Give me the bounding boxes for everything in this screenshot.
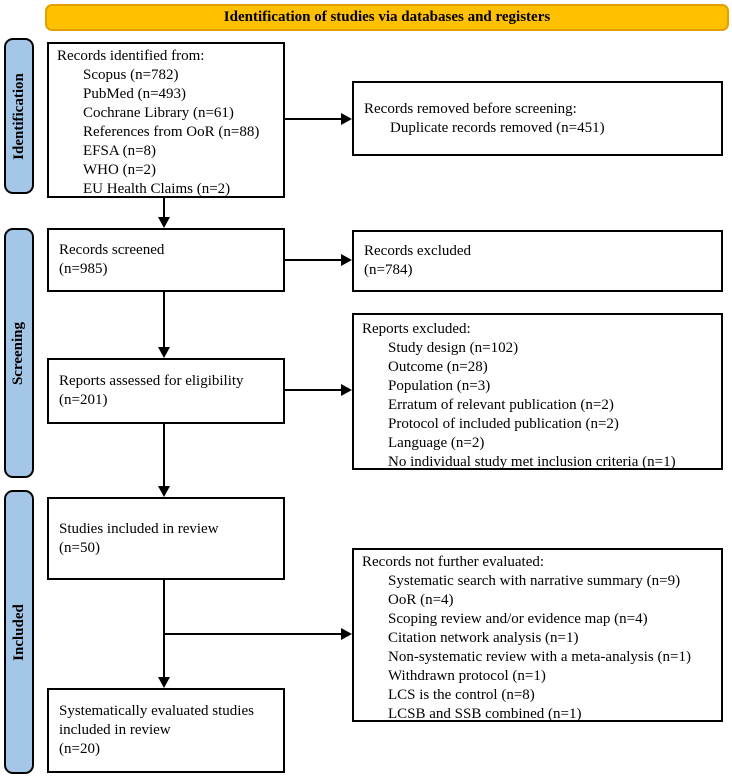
list-item: Scopus (n=782) (83, 67, 179, 83)
box-reports-assessed-line: Reports assessed for eligibility (59, 373, 244, 389)
list-item: Citation network analysis (n=1) (388, 630, 579, 646)
box-reports-excluded-title: Reports excluded: (362, 321, 471, 337)
box-records-excluded: Records excluded (n=784) (352, 230, 723, 292)
box-records-not-evaluated: Records not further evaluated: Systemati… (352, 548, 723, 722)
list-item: No individual study met inclusion criter… (388, 454, 676, 470)
stage-label-identification: Identification (10, 72, 27, 160)
box-records-identified: Records identified from: Scopus (n=782) … (47, 42, 285, 198)
list-item: EFSA (n=8) (83, 143, 157, 159)
list-item: Withdrawn protocol (n=1) (388, 668, 546, 684)
box-systematically-evaluated: Systematically evaluated studies include… (47, 688, 285, 773)
stage-bar-included: Included (4, 490, 34, 774)
arrow-right-icon (341, 628, 352, 640)
stage-bar-screening: Screening (4, 228, 34, 478)
arrow-branch-to-not-evaluated-line (164, 633, 341, 635)
box-records-excluded-line: Records excluded (364, 243, 472, 259)
arrow-screened-to-assessed-line (163, 292, 165, 347)
stage-bar-identification: Identification (4, 38, 34, 194)
list-item: Outcome (n=28) (388, 359, 488, 375)
box-records-not-evaluated-title: Records not further evaluated: (362, 554, 545, 570)
list-item: Language (n=2) (388, 435, 485, 451)
list-item: LCS is the control (n=8) (388, 687, 535, 703)
box-records-removed-title: Records removed before screening: (364, 100, 577, 117)
arrow-down-icon (158, 486, 170, 497)
flow-header-banner: Identification of studies via databases … (45, 4, 729, 31)
arrow-identified-to-screened-line (163, 198, 165, 218)
arrow-down-icon (158, 677, 170, 688)
list-item: Systematic search with narrative summary… (388, 573, 681, 589)
list-item: Population (n=3) (388, 378, 491, 394)
list-item: Protocol of included publication (n=2) (388, 416, 619, 432)
list-item: PubMed (n=493) (83, 86, 187, 102)
box-systematically-evaluated-line: Systematically evaluated studies include… (59, 703, 254, 738)
arrow-right-icon (341, 254, 352, 266)
list-item: WHO (n=2) (83, 162, 157, 178)
box-records-screened: Records screened (n=985) (47, 228, 285, 292)
box-records-screened-line: Records screened (59, 242, 165, 258)
box-records-removed: Records removed before screening: Duplic… (352, 81, 723, 156)
box-records-excluded-count: (n=784) (364, 262, 413, 278)
list-item: LCSB and SSB combined (n=1) (388, 706, 582, 722)
list-item: Cochrane Library (n=61) (83, 105, 234, 121)
box-systematically-evaluated-count: (n=20) (59, 741, 100, 757)
box-studies-included-count: (n=50) (59, 539, 100, 556)
arrow-right-icon (341, 113, 352, 125)
box-reports-assessed-count: (n=201) (59, 392, 108, 408)
list-item: Scoping review and/or evidence map (n=4) (388, 611, 648, 627)
list-item: Duplicate records removed (n=451) (390, 119, 605, 136)
box-studies-included: Studies included in review (n=50) (47, 497, 285, 580)
list-item: References from OoR (n=88) (83, 124, 260, 140)
arrow-assessed-to-reports-excluded-line (285, 389, 341, 391)
box-studies-included-line: Studies included in review (59, 520, 219, 537)
list-item: Non-systematic review with a meta-analys… (388, 649, 691, 665)
list-item: EU Health Claims (n=2) (83, 181, 231, 197)
arrow-down-icon (158, 347, 170, 358)
flow-header-title: Identification of studies via databases … (223, 9, 551, 25)
arrow-identified-to-removed-line (285, 118, 341, 120)
box-records-screened-count: (n=985) (59, 261, 108, 277)
stage-label-screening: Screening (10, 321, 27, 385)
box-reports-excluded: Reports excluded: Study design (n=102) O… (352, 313, 723, 470)
list-item: Study design (n=102) (388, 340, 519, 356)
arrow-right-icon (341, 384, 352, 396)
arrow-screened-to-excluded-line (285, 259, 341, 261)
list-item: Erratum of relevant publication (n=2) (388, 397, 614, 413)
box-reports-assessed: Reports assessed for eligibility (n=201) (47, 358, 285, 424)
list-item: OoR (n=4) (388, 592, 454, 608)
stage-label-included: Included (10, 603, 27, 661)
arrow-down-icon (158, 217, 170, 228)
arrow-assessed-to-included-line (163, 424, 165, 486)
arrow-included-to-systematic-line (163, 580, 165, 677)
box-records-identified-title: Records identified from: (57, 48, 205, 64)
